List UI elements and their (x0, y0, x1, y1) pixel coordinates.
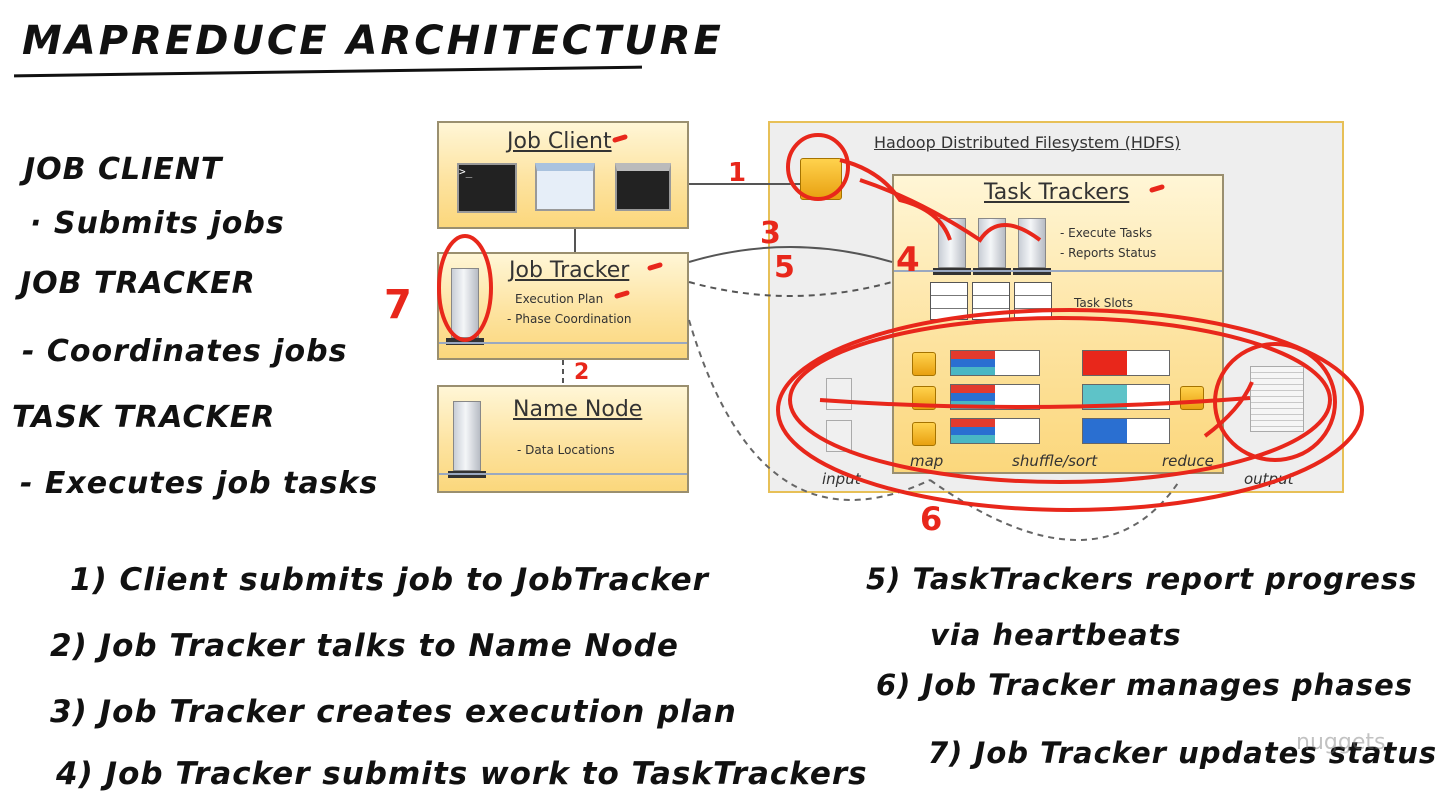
step-6: 6) Job Tracker manages phases (876, 668, 1414, 702)
name-node-title: Name Node (513, 397, 643, 422)
map-task-icon (912, 352, 936, 376)
hadoop-jar-icon (800, 158, 842, 200)
page-title: MAPREDUCE ARCHITECTURE (22, 18, 724, 64)
annotation-5: 5 (774, 250, 796, 285)
reduce-input-block (1082, 384, 1170, 410)
hdfs-title: Hadoop Distributed Filesystem (HDFS) (874, 133, 1181, 152)
map-label: map (910, 452, 944, 470)
task-tracker-server-icon (973, 218, 1011, 275)
input-label: input (822, 470, 861, 488)
input-file-icon (826, 420, 852, 452)
note-submits-jobs: · Submits jobs (30, 206, 285, 241)
reduce-input-block (1082, 350, 1170, 376)
step-7: 7) Job Tracker updates status (928, 736, 1438, 770)
map-task-icon (912, 422, 936, 446)
job-client-title: Job Client (507, 129, 612, 154)
task-tracker-server-icon (1013, 218, 1051, 275)
data-locations-label: - Data Locations (517, 443, 615, 457)
watermark-logo: nuggets (1296, 730, 1386, 755)
step-3: 3) Job Tracker creates execution plan (50, 694, 737, 730)
task-tracker-server-icon (933, 218, 971, 275)
job-tracker-title: Job Tracker (509, 258, 630, 283)
job-client-panel: Job Client >_ (437, 121, 689, 229)
annotation-2: 2 (574, 360, 591, 385)
reduce-input-block (1082, 418, 1170, 444)
task-slot-block (930, 282, 968, 320)
annotation-1: 1 (728, 158, 748, 188)
divider (894, 270, 1222, 272)
note-task-tracker: TASK TRACKER (12, 400, 276, 435)
execute-tasks-label: - Execute Tasks (1060, 226, 1153, 240)
note-job-client: JOB CLIENT (24, 152, 223, 187)
name-node-server-icon (448, 401, 486, 478)
task-trackers-title: Task Trackers (984, 180, 1130, 205)
browser-icon (615, 163, 671, 211)
output-label: output (1244, 470, 1294, 488)
step-4: 4) Job Tracker submits work to TaskTrack… (56, 756, 868, 792)
map-task-icon (912, 386, 936, 410)
name-node-panel: Name Node - Data Locations (437, 385, 689, 493)
reduce-task-icon (1180, 386, 1204, 410)
task-slot-block (972, 282, 1010, 320)
terminal-icon: >_ (457, 163, 517, 213)
shuffle-sort-label: shuffle/sort (1012, 452, 1098, 470)
reports-status-label: - Reports Status (1060, 246, 1157, 260)
annotation-6: 6 (920, 500, 944, 538)
map-output-block (950, 384, 1040, 410)
note-job-tracker: JOB TRACKER (20, 266, 256, 301)
map-output-block (950, 350, 1040, 376)
note-coordinates-jobs: - Coordinates jobs (22, 334, 348, 369)
task-slot-block (1014, 282, 1052, 320)
note-executes-job-tasks: - Executes job tasks (20, 466, 379, 501)
window-icon (535, 163, 595, 211)
step-2: 2) Job Tracker talks to Name Node (50, 628, 679, 664)
step-1: 1) Client submits job to JobTracker (70, 562, 709, 598)
task-trackers-panel: Task Trackers - Execute Tasks - Reports … (892, 174, 1224, 474)
phase-coordination-label: - Phase Coordination (507, 312, 632, 326)
input-file-icon (826, 378, 852, 410)
reduce-label: reduce (1162, 452, 1214, 470)
job-tracker-server-icon (446, 268, 484, 345)
task-slots-label: Task Slots (1074, 296, 1133, 310)
annotation-7: 7 (384, 282, 413, 328)
map-output-block (950, 418, 1040, 444)
step-5: 5) TaskTrackers report progress (866, 562, 1418, 596)
divider (439, 342, 687, 344)
annotation-4: 4 (896, 240, 921, 280)
execution-plan-label: Execution Plan (515, 292, 604, 306)
annotation-3: 3 (760, 216, 782, 251)
title-underline (14, 65, 642, 78)
output-file-icon (1250, 366, 1304, 432)
step-5-continued: via heartbeats (930, 618, 1182, 652)
job-tracker-panel: Job Tracker Execution Plan - Phase Coord… (437, 252, 689, 360)
divider (439, 473, 687, 475)
